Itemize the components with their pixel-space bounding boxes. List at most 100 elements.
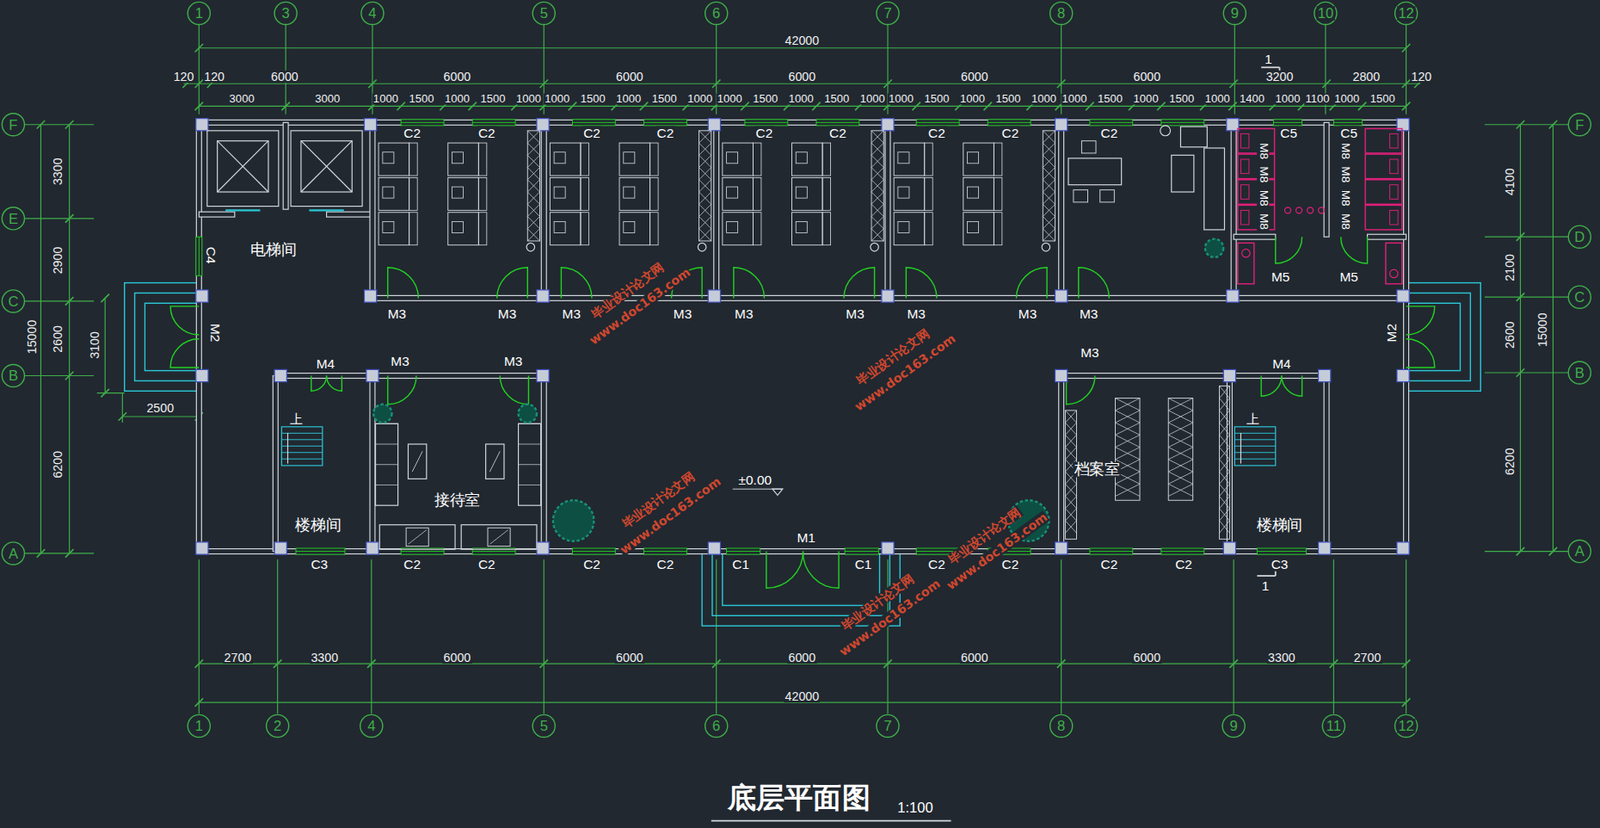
- dimension-line: [370, 559, 372, 714]
- furniture: [1219, 508, 1231, 521]
- axis-label: 11: [1325, 718, 1343, 733]
- furniture: [1064, 508, 1077, 521]
- dimension-line: [285, 24, 287, 114]
- door-window-code: M2: [209, 322, 222, 344]
- structural-column: [196, 289, 209, 302]
- dimension-text: 120: [203, 70, 226, 83]
- furniture: [1042, 142, 1055, 155]
- furniture: [375, 443, 399, 445]
- toilet-fixture: [1365, 179, 1403, 204]
- furniture: [1064, 410, 1077, 423]
- dimension-line: [198, 47, 1406, 49]
- dimension-text: 3000: [313, 93, 341, 105]
- axis-bubble: [1568, 361, 1591, 384]
- stair: [1240, 432, 1242, 464]
- door-window-code: C2: [1099, 125, 1119, 139]
- room-name: 楼梯间: [1255, 517, 1305, 534]
- window: [472, 550, 516, 552]
- structural-column: [1055, 118, 1068, 131]
- furniture: [699, 191, 712, 204]
- furniture: [1042, 130, 1055, 143]
- wall: [369, 375, 376, 552]
- furniture: [993, 177, 1002, 210]
- wall: [1403, 122, 1410, 551]
- dimension-text: 1100: [1304, 93, 1330, 105]
- furniture: [1168, 459, 1193, 472]
- door-window-code: 1: [1260, 578, 1270, 592]
- furniture: [1042, 179, 1055, 192]
- structural-column: [1223, 541, 1236, 554]
- furniture: [478, 142, 487, 176]
- furniture: [993, 212, 1002, 246]
- furniture: [412, 450, 423, 472]
- dimension-line: [1402, 697, 1410, 706]
- furniture: [451, 152, 463, 164]
- toilet-fixture: [1365, 128, 1403, 153]
- furniture: [1064, 483, 1077, 496]
- door-window-code: M8: [1257, 212, 1270, 231]
- dimension-text: 120: [172, 70, 195, 83]
- dimension-text: 1000: [1273, 93, 1301, 105]
- door-window-code: C3: [309, 557, 329, 571]
- furniture: [527, 228, 540, 241]
- dimension-line: [886, 559, 888, 714]
- wall: [326, 211, 373, 217]
- furniture: [1219, 508, 1231, 521]
- furniture: [1171, 154, 1194, 192]
- door-window-code: 上: [289, 412, 305, 425]
- furniture: [207, 130, 279, 207]
- door-window-code: M2: [1384, 322, 1398, 344]
- door-window-code: M8: [1339, 165, 1352, 184]
- axis-label: F: [7, 116, 19, 132]
- dimension-line: [281, 102, 290, 111]
- window: [1161, 550, 1205, 552]
- door-window-code: C2: [582, 557, 602, 571]
- furniture: [1219, 496, 1231, 509]
- dimension-line: [104, 297, 106, 393]
- dimension-line: [24, 375, 94, 376]
- window: [1273, 122, 1302, 124]
- furniture: [752, 212, 761, 246]
- dimension-text: 6000: [1132, 651, 1162, 664]
- tree-symbol: [1205, 239, 1224, 258]
- axis-label: F: [1574, 116, 1586, 132]
- furniture: [1219, 520, 1231, 533]
- furniture: [898, 221, 910, 233]
- toilet-fixture: [1307, 207, 1314, 214]
- axis-bubble: [1322, 713, 1345, 737]
- axis-bubble: [1223, 1, 1246, 25]
- axis-label: 4: [366, 718, 377, 733]
- furniture: [871, 130, 884, 241]
- window: [1273, 119, 1302, 126]
- window: [572, 122, 616, 124]
- furniture: [487, 527, 511, 546]
- door-window-code: C2: [477, 125, 497, 139]
- furniture: [461, 524, 537, 549]
- furniture: [1064, 508, 1077, 521]
- furniture: [1115, 434, 1140, 447]
- furniture: [722, 177, 754, 210]
- furniture: [1042, 203, 1055, 216]
- window: [400, 122, 444, 124]
- wall: [885, 122, 891, 298]
- furniture: [1168, 471, 1193, 484]
- furniture: [409, 212, 418, 246]
- door-swing: [170, 306, 199, 335]
- window: [572, 547, 616, 554]
- furniture: [407, 443, 426, 479]
- furniture: [697, 242, 706, 251]
- furniture: [580, 177, 589, 210]
- entrance-step: [124, 283, 200, 392]
- axis-bubble: [1050, 1, 1073, 25]
- axis-label: B: [1574, 365, 1586, 381]
- dimension-text: 1000: [686, 93, 714, 105]
- wall: [196, 122, 202, 551]
- structural-column: [196, 118, 209, 131]
- dimension-line: [1484, 123, 1569, 125]
- furniture: [553, 186, 566, 198]
- marker: [711, 819, 952, 822]
- door-window-code: C3: [1269, 557, 1289, 571]
- structural-column: [366, 541, 379, 554]
